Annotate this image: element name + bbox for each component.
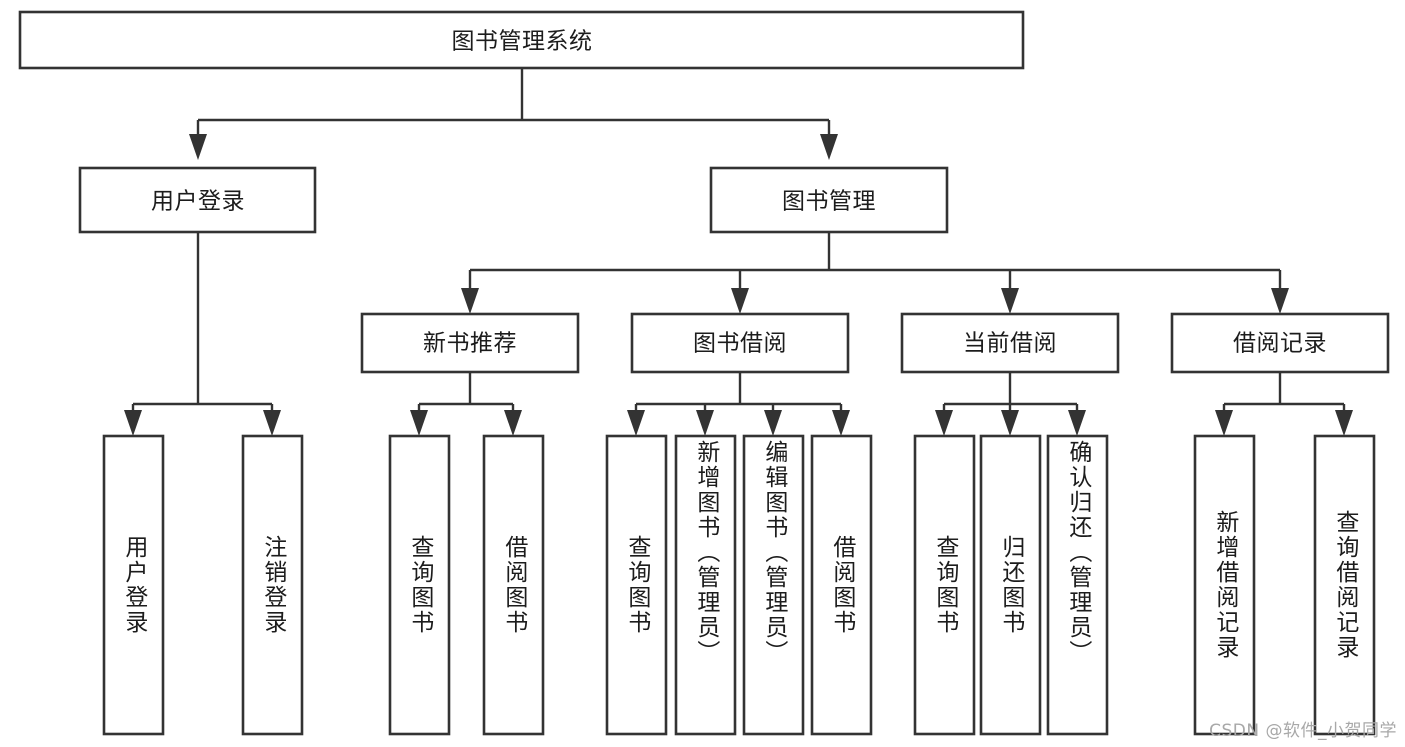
arrow-book-mgmt-to-book-borrow xyxy=(731,288,749,314)
node-leaf-3-box[interactable] xyxy=(388,434,451,736)
node-current-borrow-box[interactable] xyxy=(900,312,1120,374)
connector-group-new-book-rec xyxy=(410,372,522,436)
node-book-mgmt-label: 图书管理 xyxy=(782,189,876,215)
arrow-root-to-book-mgmt xyxy=(820,134,838,160)
connector-group-user-login xyxy=(124,232,281,436)
arrow-borrow-record-leaf-2 xyxy=(1335,410,1353,436)
arrow-book-borrow-leaf-3 xyxy=(764,410,782,436)
node-leaf-7-box[interactable] xyxy=(742,434,805,736)
arrow-borrow-record-leaf-1 xyxy=(1215,410,1233,436)
node-leaf-8-box[interactable] xyxy=(810,434,873,736)
node-leaf-11-box[interactable] xyxy=(1046,434,1109,736)
node-book-borrow-box[interactable] xyxy=(630,312,850,374)
node-current-borrow-label: 当前借阅 xyxy=(963,331,1057,357)
node-leaf-1-box[interactable] xyxy=(102,434,165,736)
node-root-label: 图书管理系统 xyxy=(452,29,593,55)
connector-group-borrow-record xyxy=(1215,372,1353,436)
node-leaf-6-box[interactable] xyxy=(674,434,737,736)
node-user-login-box[interactable] xyxy=(78,166,317,234)
node-new-book-rec[interactable]: 新书推荐 xyxy=(360,312,580,374)
node-leaf-12-box[interactable] xyxy=(1193,434,1256,736)
node-new-book-rec-box[interactable] xyxy=(360,312,580,374)
node-leaf-2-box[interactable] xyxy=(241,434,304,736)
node-new-book-rec-label: 新书推荐 xyxy=(423,331,517,357)
node-leaf-13-box[interactable] xyxy=(1313,434,1376,736)
node-book-borrow[interactable]: 图书借阅 xyxy=(630,312,850,374)
node-borrow-record-label: 借阅记录 xyxy=(1233,331,1327,357)
arrow-user-login-leaf-2 xyxy=(263,410,281,436)
arrow-book-borrow-leaf-4 xyxy=(832,410,850,436)
node-current-borrow[interactable]: 当前借阅 xyxy=(900,312,1120,374)
arrow-new-book-rec-leaf-1 xyxy=(410,410,428,436)
node-leaf-4-box[interactable] xyxy=(482,434,545,736)
node-leaf-5-box[interactable] xyxy=(605,434,668,736)
node-book-mgmt[interactable]: 图书管理 xyxy=(709,166,949,234)
node-leaf-9-box[interactable] xyxy=(913,434,976,736)
connector-group-book-mgmt xyxy=(461,232,1289,314)
arrow-user-login-leaf-1 xyxy=(124,410,142,436)
connector-group-current-borrow xyxy=(935,372,1086,436)
arrow-root-to-user-login xyxy=(189,134,207,160)
arrow-book-mgmt-to-current-borrow xyxy=(1001,288,1019,314)
node-root[interactable]: 图书管理系统 xyxy=(18,10,1025,70)
arrow-current-borrow-leaf-3 xyxy=(1068,410,1086,436)
arrow-current-borrow-leaf-2 xyxy=(1001,410,1019,436)
connector-group-root xyxy=(189,68,838,160)
node-book-borrow-label: 图书借阅 xyxy=(693,331,787,357)
arrow-book-borrow-leaf-1 xyxy=(627,410,645,436)
connector-group-book-borrow xyxy=(627,372,850,436)
node-borrow-record[interactable]: 借阅记录 xyxy=(1170,312,1390,374)
csdn-watermark: CSDN @软件_小贺同学 xyxy=(1209,721,1397,741)
node-book-mgmt-box[interactable] xyxy=(709,166,949,234)
arrow-new-book-rec-leaf-2 xyxy=(504,410,522,436)
arrow-current-borrow-leaf-1 xyxy=(935,410,953,436)
node-user-login-label: 用户登录 xyxy=(151,189,245,215)
node-user-login[interactable]: 用户登录 xyxy=(78,166,317,234)
node-leaf-10-box[interactable] xyxy=(979,434,1042,736)
node-root-box[interactable] xyxy=(18,10,1025,70)
arrow-book-mgmt-to-new-book-rec xyxy=(461,288,479,314)
node-borrow-record-box[interactable] xyxy=(1170,312,1390,374)
arrow-book-mgmt-to-borrow-record xyxy=(1271,288,1289,314)
arrow-book-borrow-leaf-2 xyxy=(696,410,714,436)
